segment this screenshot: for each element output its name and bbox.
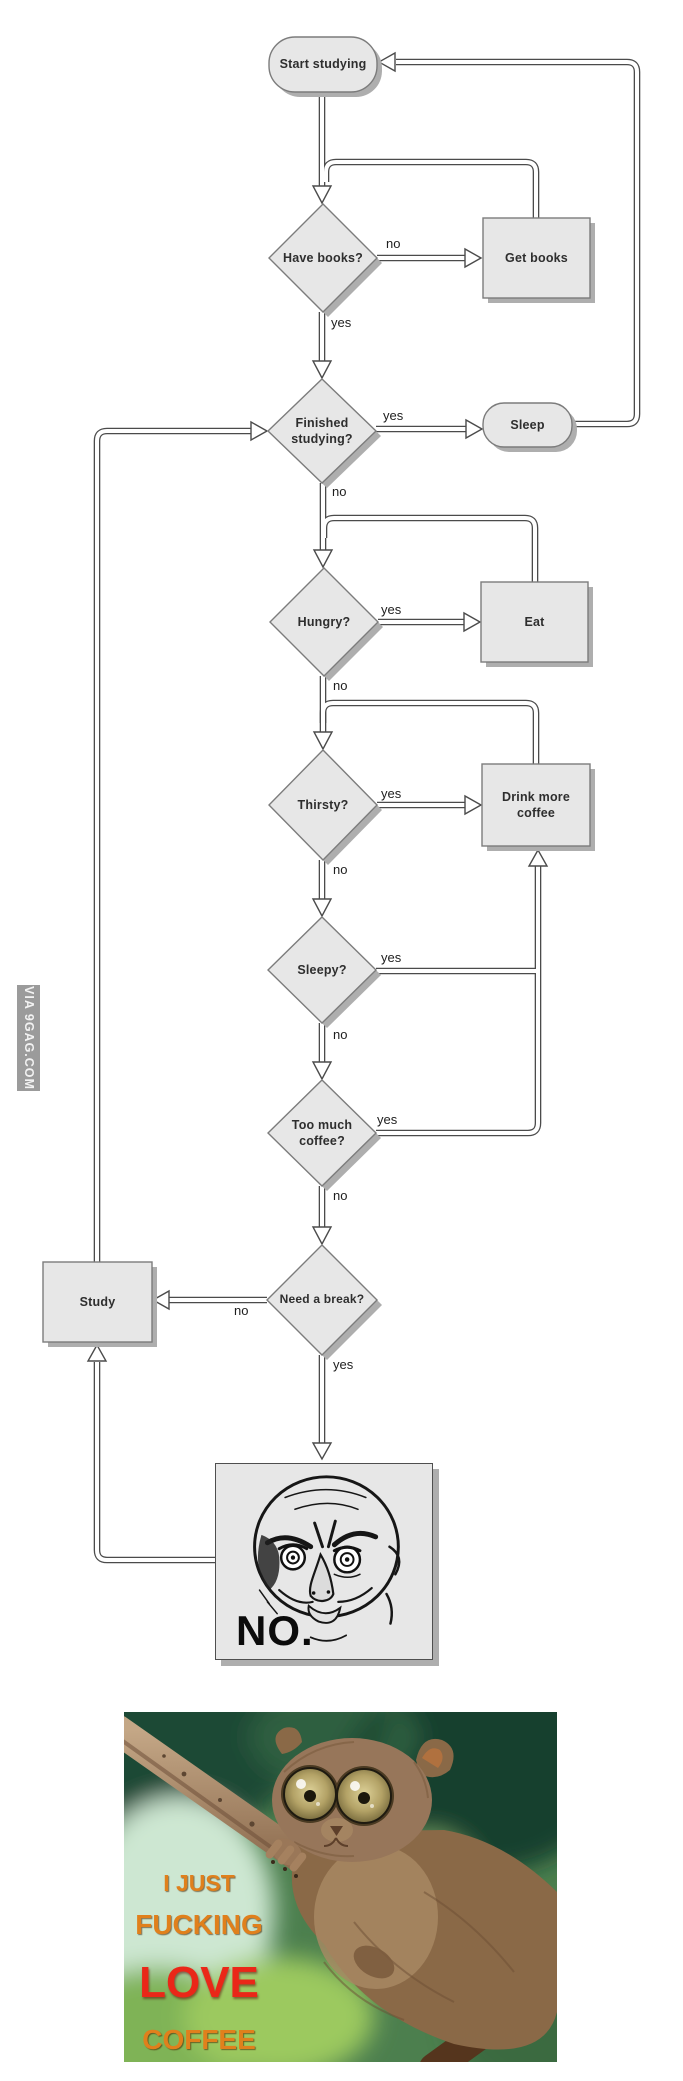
watermark-text: VIA 9GAG.COM xyxy=(21,986,36,1090)
edge-label-thirsty-yes: yes xyxy=(381,786,402,801)
node-get-books: Get books xyxy=(505,250,568,265)
edge-label-too-much-yes: yes xyxy=(377,1112,398,1127)
edge-label-hungry-yes: yes xyxy=(381,602,402,617)
meme-text-line-2: FUCKING xyxy=(135,1909,263,1940)
edge-label-sleepy-no: no xyxy=(333,1027,348,1042)
node-start: Start studying xyxy=(279,57,367,72)
edge-label-have-books-yes: yes xyxy=(331,315,352,330)
rage-face-illustration xyxy=(253,1475,401,1642)
no-meme-node: NO. xyxy=(215,1463,433,1660)
meme-text-line-4: COFFEE xyxy=(142,2024,256,2055)
node-study: Study xyxy=(79,1294,116,1309)
flowchart-arrowheads xyxy=(86,51,549,1461)
tarsier-illustration xyxy=(124,1712,557,2062)
node-thirsty: Thirsty? xyxy=(297,797,349,812)
node-eat: Eat xyxy=(524,614,545,629)
meme-text-line-1: I JUST xyxy=(163,1870,235,1896)
node-drink-more-coffee: Drink more coffee xyxy=(502,789,570,820)
edge-label-need-break-no: no xyxy=(234,1303,249,1318)
node-hungry: Hungry? xyxy=(297,614,351,629)
node-need-a-break: Need a break? xyxy=(279,1292,365,1307)
node-have-books: Have books? xyxy=(282,250,363,265)
node-sleep: Sleep xyxy=(510,417,545,432)
edge-label-too-much-no: no xyxy=(333,1188,348,1203)
edge-label-finished-yes: yes xyxy=(383,408,404,423)
edge-label-thirsty-no: no xyxy=(333,862,348,877)
flowchart-diagram xyxy=(42,36,683,1700)
node-finished-studying: Finished studying? xyxy=(291,415,353,446)
watermark-9gag: VIA 9GAG.COM xyxy=(17,985,40,1091)
no-caption: NO. xyxy=(236,1607,314,1654)
edge-label-need-break-yes: yes xyxy=(333,1357,354,1372)
edge-label-sleepy-yes: yes xyxy=(381,950,402,965)
edge-label-finished-no: no xyxy=(332,484,347,499)
edge-label-have-books-no: no xyxy=(386,236,401,251)
edge-label-hungry-no: no xyxy=(333,678,348,693)
coffee-meme-image: I JUST FUCKING LOVE COFFEE xyxy=(124,1712,557,2062)
node-too-much-coffee: Too much coffee? xyxy=(291,1117,353,1148)
node-sleepy: Sleepy? xyxy=(297,962,347,977)
meme-text-line-3: LOVE xyxy=(139,1958,259,2007)
